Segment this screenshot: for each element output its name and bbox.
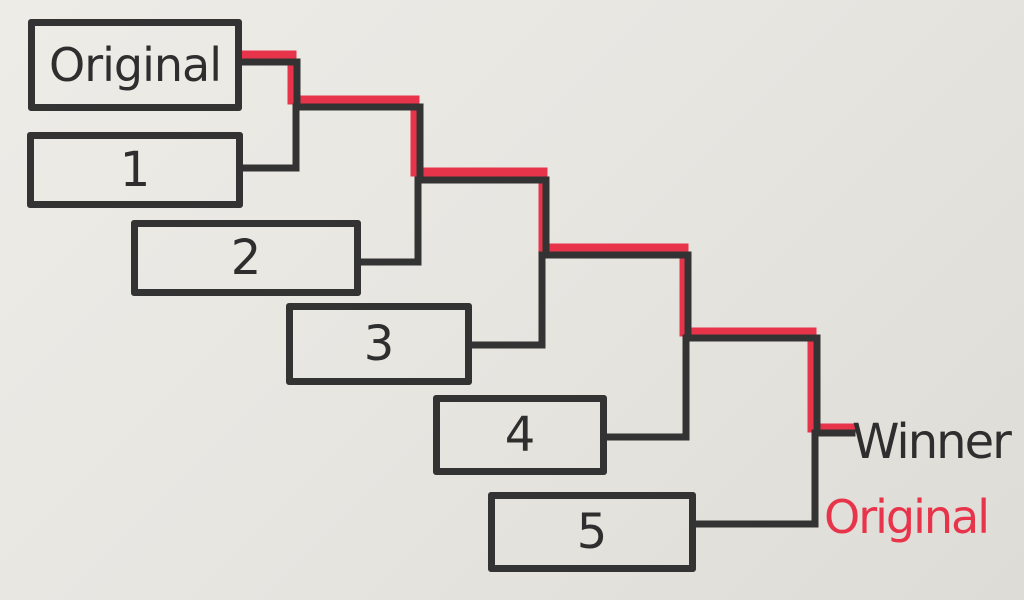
entry-1-label: 1 [119, 142, 151, 198]
bracket-connectors [236, 58, 856, 528]
entry-original: Original [28, 19, 242, 111]
entry-original-label: Original [48, 38, 222, 92]
connector-2 [354, 176, 422, 266]
entry-3-label: 3 [363, 316, 395, 372]
entry-5: 5 [488, 492, 696, 572]
entry-1: 1 [27, 132, 243, 208]
connector-4 [600, 334, 690, 441]
connector-r4-winner [684, 334, 821, 437]
winner-name: Original [824, 490, 990, 544]
entry-4: 4 [433, 395, 607, 475]
connector-5 [690, 429, 819, 528]
connector-r2-winner [416, 176, 550, 259]
entry-2: 2 [131, 220, 361, 296]
connector-1 [236, 103, 300, 172]
winner-heading: Winner [852, 414, 1012, 470]
connector-r3-winner [542, 251, 692, 342]
connector-original [236, 58, 301, 111]
connector-r1-winner [293, 103, 424, 184]
entry-5-label: 5 [576, 504, 608, 560]
entry-3: 3 [286, 303, 472, 385]
entry-4-label: 4 [504, 407, 536, 463]
connector-3 [466, 251, 546, 349]
entry-2-label: 2 [230, 230, 262, 286]
